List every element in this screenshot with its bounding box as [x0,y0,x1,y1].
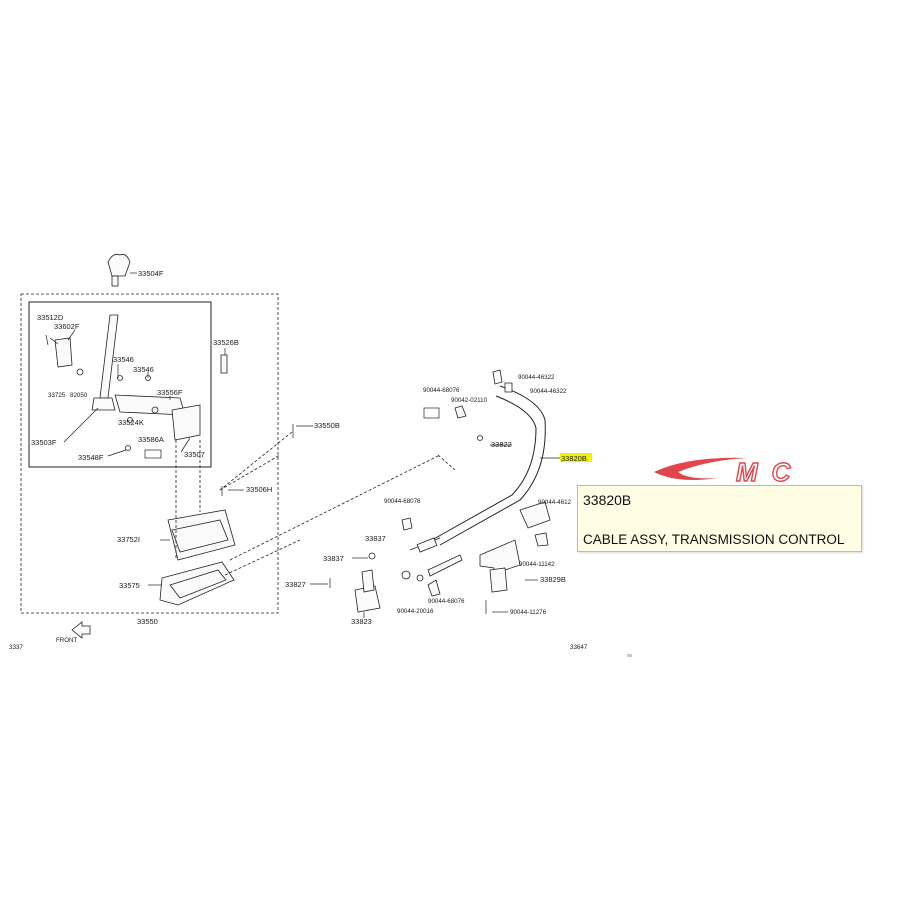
label-33827[interactable]: 33827 [285,580,306,589]
label-33575[interactable]: 33575 [119,581,140,590]
label-33546-b[interactable]: 33546 [133,365,154,374]
label-33504F[interactable]: 33504F [138,269,164,278]
transmission-cable-part[interactable] [401,385,546,582]
label-33752I[interactable]: 33752I [117,535,140,544]
label-33524K[interactable]: 33524K [118,418,144,427]
label-33506H[interactable]: 33506H [246,485,272,494]
shift-lever-part[interactable] [91,314,119,411]
console-plate-part[interactable] [159,509,236,606]
label-corner-right: 33647 [570,644,588,651]
label-90042-02110[interactable]: 90042-02110 [451,397,488,404]
label-33503F[interactable]: 33503F [31,438,57,447]
label-33550[interactable]: 33550 [137,617,158,626]
label-90044-46322-a[interactable]: 90044-46322 [518,374,555,381]
label-90044-68076-b[interactable]: 90044-68076 [384,498,421,505]
label-90044-4612[interactable]: 90044-4612 [538,499,572,506]
label-33725[interactable]: 33725 [48,392,66,399]
label-front: FRONT [56,637,78,644]
label-33546-a[interactable]: 33546 [113,355,134,364]
label-33526B[interactable]: 33526B [213,338,239,347]
bolt-part[interactable] [221,424,487,614]
brand-logo: MC [654,456,804,486]
label-33548F[interactable]: 33548F [78,453,104,462]
label-33556F[interactable]: 33556F [157,388,183,397]
label-90044-46322-b[interactable]: 90044-46322 [530,388,567,395]
front-arrow-icon [71,621,91,639]
logo-swoosh [654,457,748,480]
label-90044-11276[interactable]: 90044-11276 [510,609,547,616]
leader-lines [49,329,560,618]
cable-bracket-part[interactable] [479,539,521,593]
tooltip-part-number: 33820B [583,492,632,508]
label-corner-left: 3337 [9,644,23,651]
cable-clip-part[interactable] [423,369,551,547]
label-90044-68076-c[interactable]: 90044-68076 [428,598,465,605]
label-33512D[interactable]: 33512D [37,313,64,322]
speck [627,654,632,657]
lever-bracket-part[interactable] [45,334,228,459]
label-82050[interactable]: 82050 [70,392,88,399]
assembly-outer-frame [20,293,279,614]
label-33550B[interactable]: 33550B [314,421,340,430]
part-tooltip: 33820B CABLE ASSY, TRANSMISSION CONTROL [577,485,862,552]
label-90044-20016[interactable]: 90044-20016 [397,608,434,615]
label-33602F[interactable]: 33602F [54,322,80,331]
label-33823[interactable]: 33823 [351,617,372,626]
logo-text: MC [736,457,804,486]
shift-knob-part[interactable] [107,253,137,287]
label-33837-b[interactable]: 33837 [323,554,344,563]
label-33507[interactable]: 33507 [184,450,205,459]
label-33837-a[interactable]: 33837 [365,534,386,543]
label-90044-11142[interactable]: 90044-11142 [519,561,555,568]
label-33822[interactable]: 33822 [491,440,512,449]
tooltip-part-description: CABLE ASSY, TRANSMISSION CONTROL [583,532,845,547]
label-33586A[interactable]: 33586A [138,435,164,444]
label-33829B[interactable]: 33829B [540,575,566,584]
assembly-inner-frame [28,301,212,468]
label-33820B[interactable]: 33820B [561,454,587,463]
mount-bracket-part[interactable] [354,517,441,613]
label-90044-68076-a[interactable]: 90044-68076 [423,387,460,394]
highlight-33820B [560,453,592,462]
